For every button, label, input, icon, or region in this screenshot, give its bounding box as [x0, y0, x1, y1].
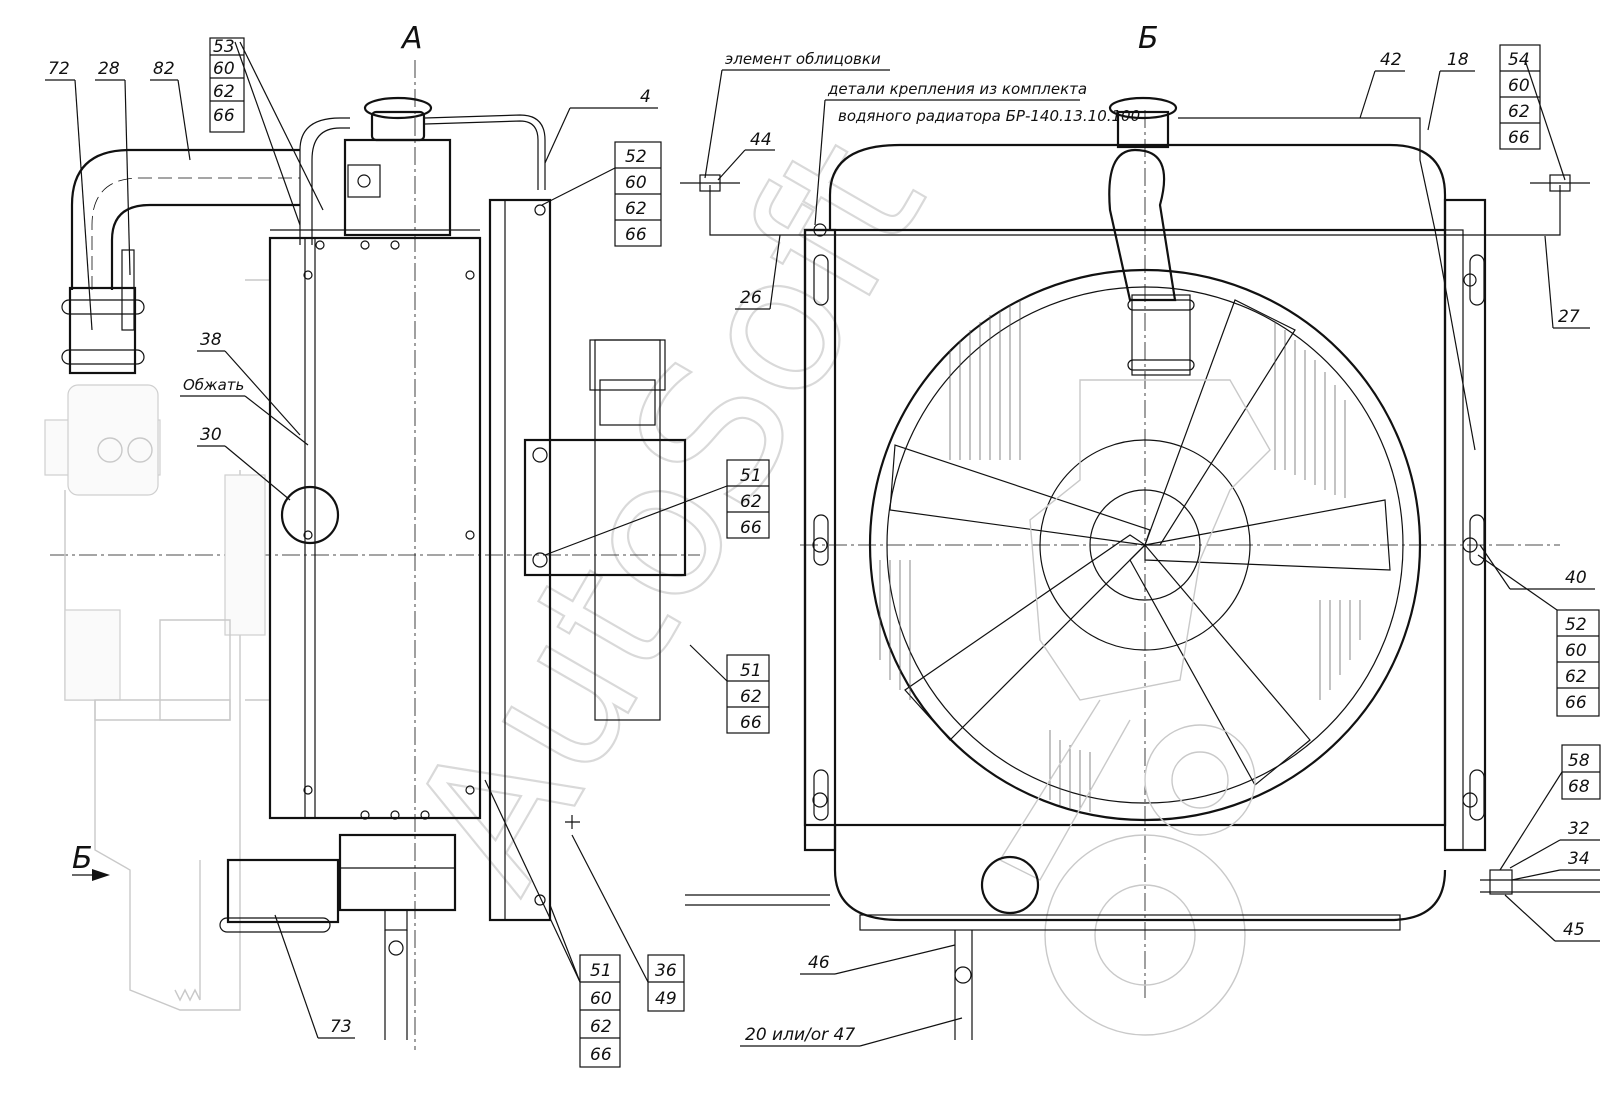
- callout-54-stack: 54 60 62 66: [1499, 44, 1566, 181]
- callout-40: 40: [1565, 568, 1587, 588]
- callout-54-1: 54: [1508, 50, 1530, 70]
- callout-34: 34: [1568, 849, 1590, 869]
- callout-52a-4: 66: [625, 225, 647, 245]
- callout-36-1: 36: [655, 961, 677, 981]
- callout-28: 28: [98, 59, 120, 79]
- arrow-right-icon: [92, 869, 110, 881]
- callout-38: 38: [200, 330, 222, 350]
- note-fastening-1: детали крепления из комплекта: [827, 80, 1087, 98]
- view-b-arrow-label: Б: [72, 841, 93, 876]
- callout-53-1: 53: [213, 37, 235, 57]
- callout-42: 42: [1380, 50, 1402, 70]
- callout-51c-1: 51: [590, 961, 612, 981]
- callout-52b-stack: 52 60 62 66: [1477, 554, 1600, 717]
- callout-52b-2: 60: [1565, 641, 1587, 661]
- callout-82: 82: [153, 59, 175, 79]
- callout-51a-stack: 51 62 66: [544, 459, 770, 556]
- callout-54-2: 60: [1508, 76, 1530, 96]
- callout-52b-4: 66: [1565, 693, 1587, 713]
- callout-4: 4: [640, 87, 651, 107]
- callout-20-or-47: 20 или/or 47: [745, 1025, 855, 1045]
- radiator-side-view: [219, 96, 687, 1040]
- callout-51c-stack: 51 60 62 66: [484, 779, 621, 1068]
- callout-54-3: 62: [1508, 102, 1530, 122]
- svg-text:AutoSoft: AutoSoft: [368, 105, 967, 922]
- callout-52a-3: 62: [625, 199, 647, 219]
- callout-52b-3: 62: [1565, 667, 1587, 687]
- callout-26: 26: [740, 288, 762, 308]
- note-trim-element: элемент облицовки: [725, 50, 881, 68]
- note-crimp: Обжать: [183, 376, 244, 394]
- callout-52a-stack: 52 60 62 66: [541, 141, 662, 247]
- callout-51b-stack: 51 62 66: [689, 644, 770, 734]
- callout-54-4: 66: [1508, 128, 1530, 148]
- engine-ghost-left: [44, 279, 271, 1011]
- callout-30: 30: [200, 425, 222, 445]
- callout-53-2: 60: [213, 59, 235, 79]
- callout-58-stack: 58 68: [1499, 744, 1601, 871]
- callout-27: 27: [1558, 307, 1580, 327]
- view-a-title: А: [400, 21, 423, 56]
- callout-53-stack: 53 60 62 66: [209, 37, 324, 226]
- callout-51b-3: 66: [740, 713, 762, 733]
- callout-51c-4: 66: [590, 1045, 612, 1065]
- callout-51a-1: 51: [740, 466, 762, 486]
- callout-53-4: 66: [213, 106, 235, 126]
- callout-46: 46: [808, 953, 830, 973]
- callout-52b-1: 52: [1565, 615, 1587, 635]
- callout-32: 32: [1568, 819, 1590, 839]
- callout-72: 72: [48, 59, 70, 79]
- upper-hose: [61, 148, 300, 375]
- callout-51a-2: 62: [740, 492, 762, 512]
- callouts: 72 28 82 53 60 62 66 4 52 60 62 66: [45, 37, 1601, 1068]
- note-fastening-2: водяного радиатора БР-140.13.10.100: [838, 107, 1140, 125]
- callout-51b-1: 51: [740, 661, 762, 681]
- watermark: AutoSoft: [366, 104, 968, 923]
- callout-18: 18: [1447, 50, 1469, 70]
- callout-52a-1: 52: [625, 147, 647, 167]
- callout-58-2: 68: [1568, 777, 1590, 797]
- callout-73: 73: [330, 1017, 352, 1037]
- callout-58-1: 58: [1568, 751, 1590, 771]
- callout-45: 45: [1563, 920, 1585, 940]
- radiator-front-view: [680, 96, 1600, 1040]
- callout-36-2: 49: [655, 989, 677, 1009]
- callout-36-stack: 36 49: [571, 834, 685, 1012]
- callout-51c-2: 60: [590, 989, 612, 1009]
- callout-51c-3: 62: [590, 1017, 612, 1037]
- callout-52a-2: 60: [625, 173, 647, 193]
- callout-51a-3: 66: [740, 518, 762, 538]
- notes: элемент облицовки детали крепления из ко…: [180, 50, 1140, 446]
- callout-53-3: 62: [213, 82, 235, 102]
- cap-icon: [1108, 96, 1178, 149]
- view-arrow: [72, 869, 110, 881]
- view-b-title: Б: [1138, 21, 1159, 56]
- callout-44: 44: [750, 130, 772, 150]
- callout-51b-2: 62: [740, 687, 762, 707]
- radiator-fins: [879, 300, 1361, 812]
